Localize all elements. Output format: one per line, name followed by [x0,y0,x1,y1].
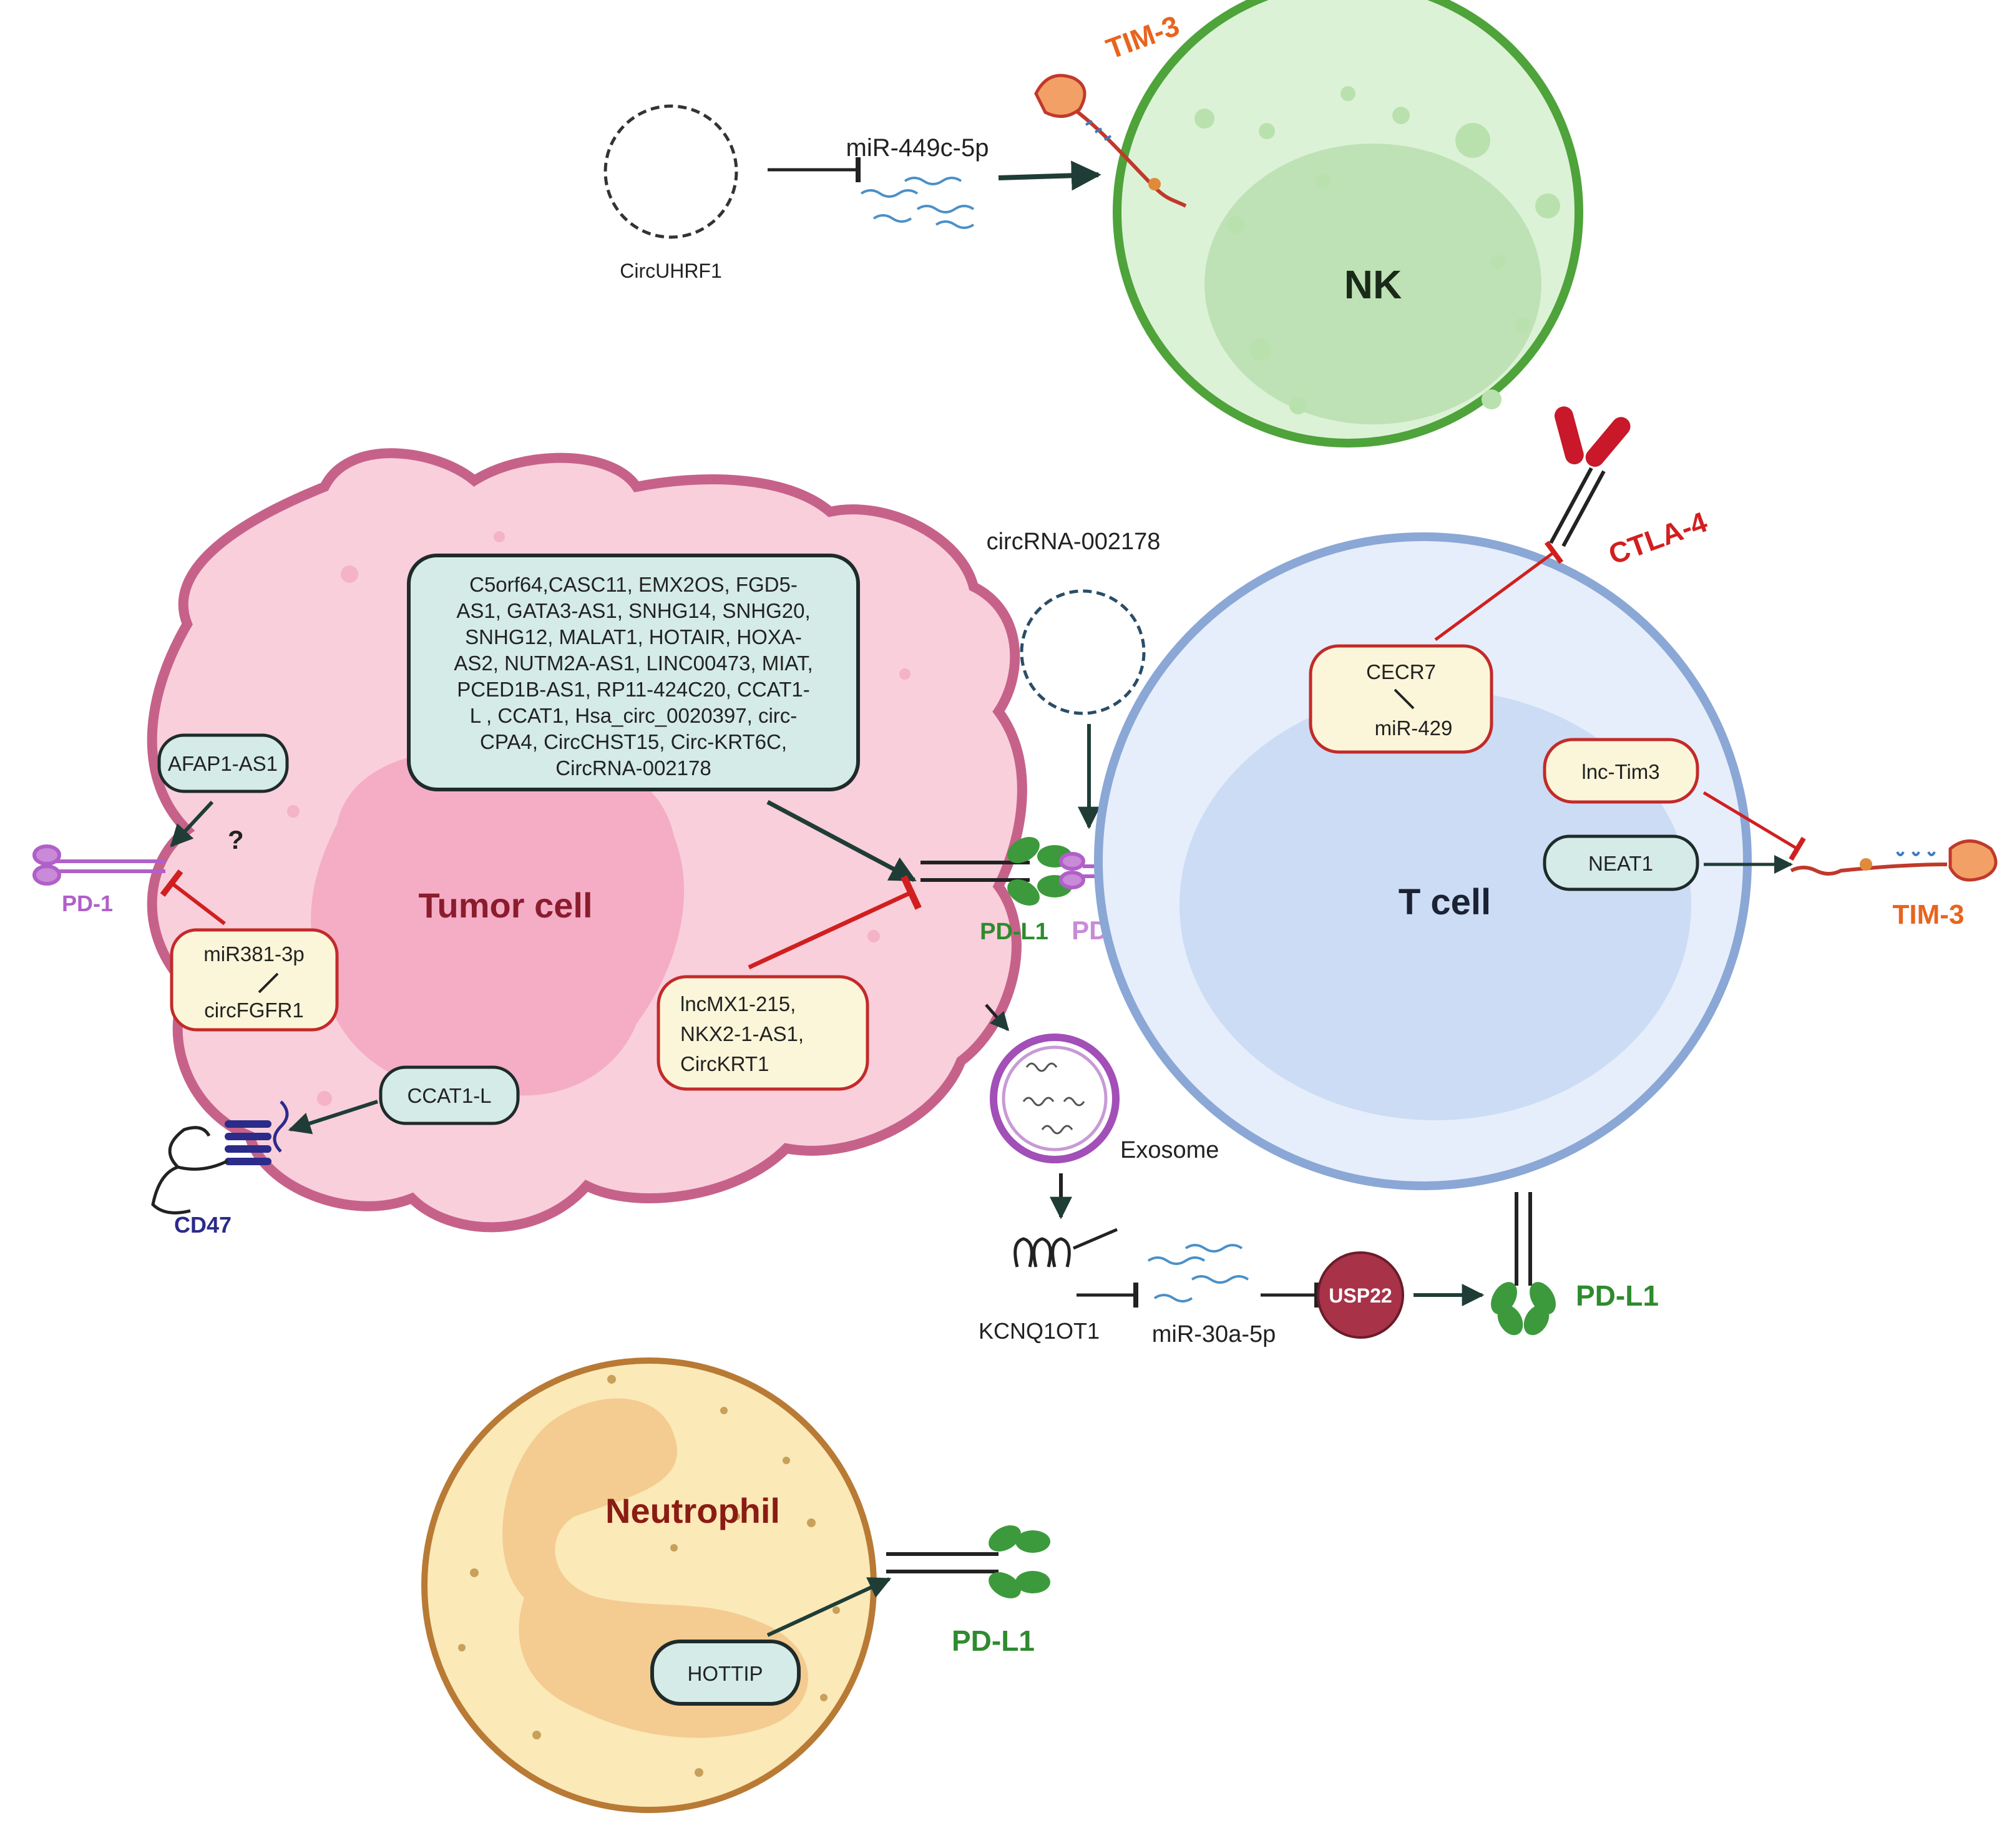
inhibit-mir429-ctla4 [1434,540,1564,642]
lncrna-list-line-7: CPA4, CircCHST15, Circ-KRT6C, [480,730,787,753]
inhib-list-line-1: lncMX1-215, [680,992,796,1015]
tumor-cell-label: Tumor cell [418,886,592,925]
tim3-receptor-nk [1034,74,1187,208]
mir381-circfgfr1-box [170,928,339,1032]
exosome-label: Exosome [1120,1137,1219,1163]
nk-granules [1194,86,1560,414]
inhib-list-line-3: CircKRT1 [680,1052,769,1075]
mirna-strands-nk [860,177,975,229]
circrna-002178-circle [1020,589,1146,715]
circfgfr1-label: circFGFR1 [204,999,304,1022]
nk-cell: NK [1113,0,1583,447]
kcnq1ot1-rna [1013,1228,1118,1268]
question-mark: ? [228,825,244,854]
mir30a-label: miR-30a-5p [1152,1321,1276,1347]
mir429-label: miR-429 [1375,716,1453,740]
pd1-left-label: PD-1 [62,891,113,916]
pdl1-neutro-label: PD-L1 [952,1625,1035,1657]
pd1-receptor-left [32,844,165,886]
tim3-t-label: TIM-3 [1893,899,1965,930]
arrow-ccat1l-cd47 [288,1100,378,1135]
lncrna-list-line-1: C5orf64,CASC11, EMX2OS, FGD5- [469,573,798,596]
exosome-vesicle [990,1034,1120,1163]
tim3-receptor-t [1790,839,1998,882]
arrow-cecr7-mir429 [1394,688,1415,710]
neutrophil-cell: Neutrophil [421,1357,877,1813]
cd47-label: CD47 [174,1212,232,1238]
pdl1-right-label: PD-L1 [1576,1279,1659,1312]
neutrophil-label: Neutrophil [605,1491,780,1530]
ctla4-label: CTLA-4 [1604,505,1712,570]
inhib-list-line-2: NKX2-1-AS1, [680,1022,804,1045]
hottip-label: HOTTIP [688,1662,763,1685]
circuhrf1-label: CircUHRF1 [620,260,722,282]
lncrna-list-line-8: CircRNA-002178 [555,756,711,780]
arrow-mir381-circfgfr1 [258,972,279,994]
arrow-afap1-pd1 [170,800,214,848]
arrow-hottip-pdl1 [766,1577,892,1637]
neat1-label: NEAT1 [1588,852,1653,875]
pdl1-center-label: PD-L1 [980,919,1048,945]
lncrna-list-line-2: AS1, GATA3-AS1, SNHG14, SNHG20, [456,599,810,622]
usp22-circle [1317,1251,1404,1339]
usp22-label: USP22 [1329,1284,1392,1307]
neat1-box [1543,834,1699,891]
cecr7-mir429-box [1309,644,1493,754]
neutrophil-speckles [458,1375,840,1777]
lncrna-list-line-4: AS2, NUTM2A-AS1, LINC00473, MIAT, [454,652,813,675]
inhib-list-box [657,975,869,1091]
mirna-strands-mir30a [1147,1244,1249,1303]
arrow-mir449c-tim3 [998,160,1101,191]
afap1-box [157,733,289,793]
afap1-label: AFAP1-AS1 [168,752,278,775]
mir449c-label: miR-449c-5p [846,134,989,162]
hottip-box [650,1640,801,1706]
mir381-label: miR381-3p [203,942,304,966]
kcnq1ot1-label: KCNQ1OT1 [979,1318,1100,1344]
nk-label: NK [1344,262,1402,307]
inhibit-mir381-pd1 [160,869,226,926]
arrow-lncrna-list-pdl1 [766,799,917,882]
circrna-002178-label: circRNA-002178 [987,529,1161,555]
tim3-nk-label: TIM-3 [1102,9,1184,65]
inhibit-lnc-tim3-tim3 [1702,791,1806,861]
ccat1l-label: CCAT1-L [407,1084,491,1107]
lncrna-list-line-3: SNHG12, MALAT1, HOTAIR, HOXA- [465,625,802,648]
arrow-tumor-exosome [985,1004,1009,1032]
pdl1-receptor-right [1491,1192,1556,1336]
pdl1-receptor-neutro [886,1525,1050,1598]
inhibit-list-pdl1 [748,875,922,970]
cd47-receptor [151,1100,289,1215]
cecr7-label: CECR7 [1366,660,1436,683]
ccat1l-box [379,1065,520,1125]
circuhrf1-circle [603,104,738,239]
t-cell-label: T cell [1399,882,1491,922]
lncrna-list-line-6: L , CCAT1, Hsa_circ_0020397, circ- [470,704,798,727]
lnc-tim3-label: lnc-Tim3 [1581,760,1659,783]
lnc-tim3-box [1543,738,1699,804]
lncrna-list-line-5: PCED1B-AS1, RP11-424C20, CCAT1- [457,678,810,701]
ctla4-receptor [1549,406,1631,547]
lncrna-list-box [407,554,860,791]
